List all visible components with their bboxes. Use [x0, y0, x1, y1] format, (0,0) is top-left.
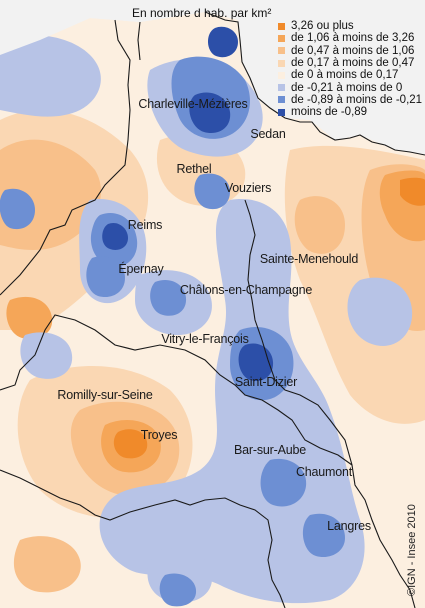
- legend-label: moins de -0,89: [291, 106, 368, 119]
- city-label-saint-dizier: Saint-Dizier: [234, 375, 298, 389]
- zone-class-6: [20, 332, 73, 379]
- legend-label: de 0,17 à moins de 0,47: [291, 57, 415, 70]
- city-label-chaumont: Chaumont: [295, 465, 353, 479]
- legend-swatch: [278, 96, 285, 104]
- zone-class-8: [102, 222, 128, 250]
- legend-label: de 1,06 à moins de 3,26: [291, 32, 415, 45]
- increase-zones: [0, 110, 425, 593]
- zone-class-7: [86, 256, 125, 298]
- legend-item: de -0,21 à moins de 0: [278, 81, 422, 94]
- department-border: [244, 199, 416, 608]
- city-label-langres: Langres: [327, 519, 371, 533]
- legend-item: de 0 à moins de 0,17: [278, 69, 422, 81]
- legend-item: moins de -0,89: [278, 106, 422, 118]
- zone-class-6: [0, 35, 101, 117]
- legend-swatch: [278, 47, 285, 55]
- zone-class-1: [113, 429, 148, 459]
- legend: 3,26 ou plus de 1,06 à moins de 3,26 de …: [278, 20, 422, 118]
- zone-class-7: [194, 173, 230, 210]
- city-label-sainte-menehould: Sainte-Menehould: [259, 252, 359, 266]
- city-label-sedan: Sedan: [250, 127, 286, 141]
- city-label-epernay: Épernay: [118, 262, 164, 276]
- legend-item: de 0,47 à moins de 1,06: [278, 45, 422, 57]
- city-label-romilly-sur-seine: Romilly-sur-Seine: [57, 388, 153, 402]
- department-border: [0, 314, 353, 466]
- city-label-troyes: Troyes: [140, 428, 178, 442]
- department-borders: [0, 11, 425, 608]
- zone-class-7: [260, 458, 307, 507]
- legend-swatch: [278, 22, 285, 30]
- city-label-vitry-le-francois: Vitry-le-François: [161, 332, 249, 346]
- city-label-reims: Reims: [127, 218, 163, 232]
- source-credit: ©IGN - Insee 2010: [406, 504, 418, 596]
- zone-class-8: [207, 26, 238, 58]
- zone-class-7: [0, 188, 35, 229]
- zone-class-6: [347, 277, 413, 346]
- department-border: [137, 21, 141, 61]
- legend-label: de -0,89 à moins de -0,21: [291, 93, 423, 106]
- legend-swatch: [278, 108, 285, 116]
- legend-item: 3,26 ou plus: [278, 20, 422, 32]
- department-border: [0, 469, 286, 608]
- legend-item: de 1,06 à moins de 3,26: [278, 32, 422, 44]
- city-label-charleville-mezieres: Charleville-Mézières: [138, 97, 248, 111]
- zone-class-3: [13, 536, 81, 593]
- department-border: [0, 19, 131, 296]
- legend-swatch: [278, 34, 285, 42]
- zone-class-7: [159, 573, 197, 607]
- legend-swatch: [278, 71, 285, 79]
- city-label-rethel: Rethel: [176, 162, 212, 176]
- city-label-chalons-en-champagne: Châlons-en-Champagne: [179, 283, 313, 297]
- zone-class-8: [189, 92, 231, 134]
- zone-class-7: [302, 513, 345, 558]
- city-label-bar-sur-aube: Bar-sur-Aube: [234, 443, 306, 457]
- legend-item: de -0,89 à moins de -0,21: [278, 94, 422, 106]
- legend-label: 3,26 ou plus: [291, 20, 354, 33]
- legend-title: En nombre d hab. par km²: [132, 6, 272, 20]
- city-label-vouziers: Vouziers: [224, 181, 272, 195]
- legend-swatch: [278, 84, 285, 92]
- legend-item: de 0,17 à moins de 0,47: [278, 57, 422, 69]
- legend-swatch: [278, 59, 285, 67]
- zone-class-1: [400, 177, 425, 206]
- zone-class-8: [238, 343, 274, 382]
- legend-label: de 0,47 à moins de 1,06: [291, 44, 415, 57]
- outside-area-left: [0, 0, 205, 55]
- zone-class-2: [6, 296, 53, 340]
- region-border: [204, 11, 425, 156]
- legend-label: de 0 à moins de 0,17: [291, 69, 399, 82]
- legend-label: de -0,21 à moins de 0: [291, 81, 403, 94]
- zone-class-7: [150, 279, 187, 316]
- zone-class-3: [294, 196, 345, 254]
